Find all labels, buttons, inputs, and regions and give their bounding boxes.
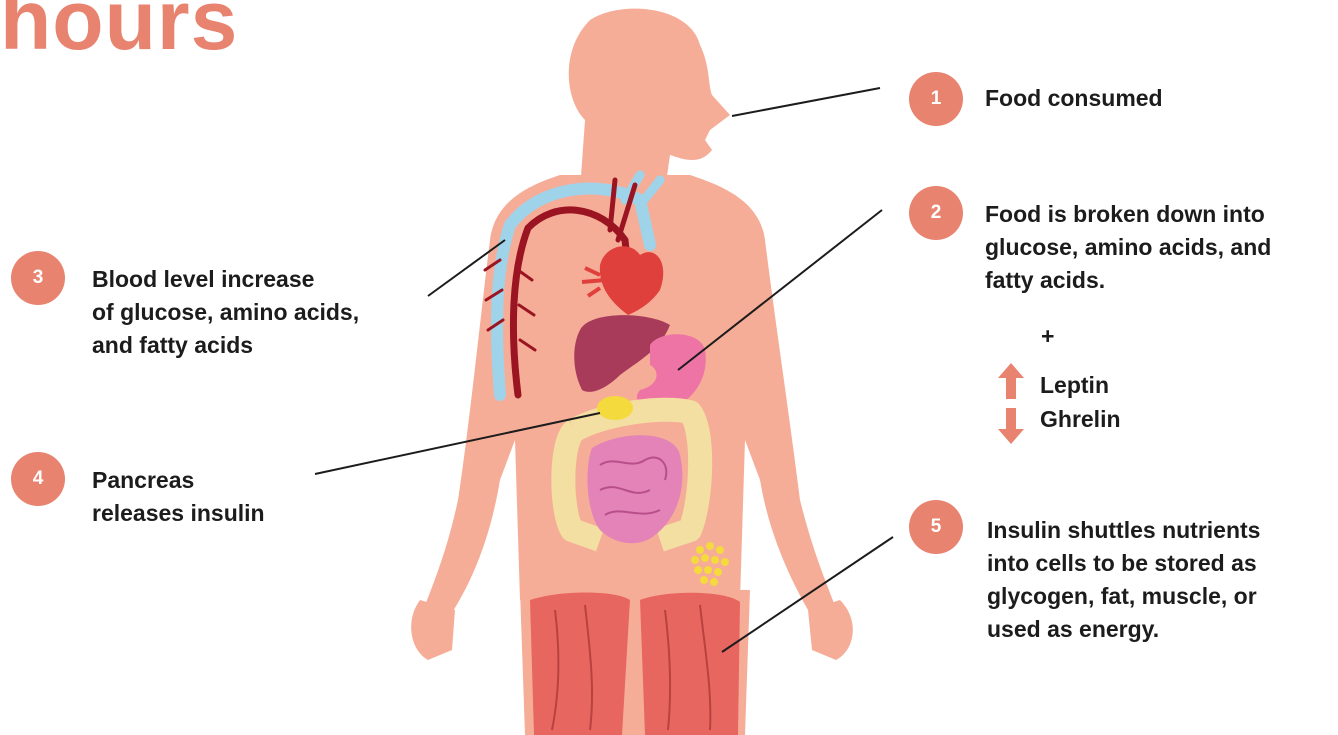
step-5-number: 5: [931, 516, 942, 538]
step-3-text: Blood level increase of glucose, amino a…: [92, 263, 359, 362]
step-1-number: 1: [931, 88, 942, 110]
step-4-badge: 4: [11, 452, 65, 506]
step-4-number: 4: [33, 468, 44, 490]
leader-line-1: [732, 88, 880, 116]
leptin-label: Leptin: [1040, 372, 1109, 399]
pancreas: [597, 396, 633, 420]
step-5-text: Insulin shuttles nutrients into cells to…: [987, 514, 1260, 646]
step-1-text: Food consumed: [985, 82, 1163, 115]
plus-sign: +: [1041, 323, 1054, 350]
step-4-text: Pancreas releases insulin: [92, 464, 265, 530]
step-2-number: 2: [931, 202, 942, 224]
body-silhouette: [411, 9, 853, 735]
step-2-text: Food is broken down into glucose, amino …: [985, 198, 1271, 297]
step-3-number: 3: [33, 267, 44, 289]
step-2-badge: 2: [909, 186, 963, 240]
ghrelin-label: Ghrelin: [1040, 406, 1121, 433]
step-3-badge: 3: [11, 251, 65, 305]
step-5-badge: 5: [909, 500, 963, 554]
step-1-badge: 1: [909, 72, 963, 126]
arrow-up-icon: [998, 363, 1024, 399]
arrow-down-icon: [998, 408, 1024, 444]
